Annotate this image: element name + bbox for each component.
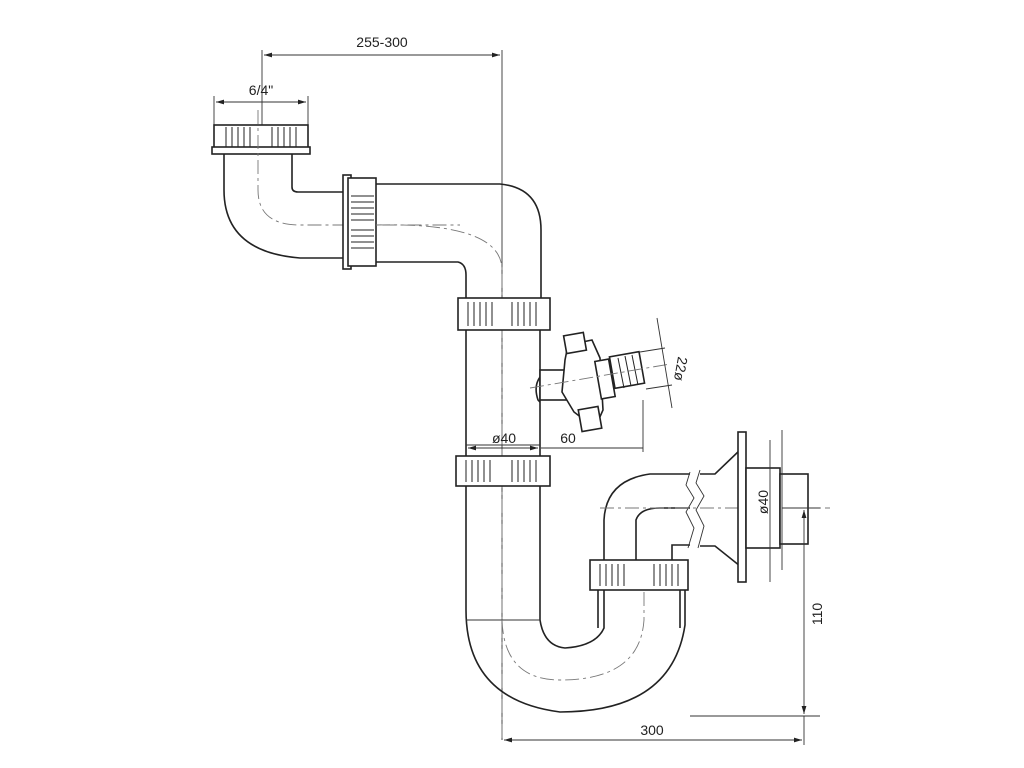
upper-elbow-pipe	[223, 110, 460, 259]
u-trap-bend	[465, 486, 686, 713]
outlet-elbow-pipe	[600, 449, 830, 567]
wall-flange	[737, 430, 809, 583]
hose-connector	[529, 331, 671, 433]
dimension-top-width-label: 255-300	[356, 34, 408, 50]
dimension-offset-label: 60	[560, 430, 576, 446]
inlet-nut	[211, 124, 311, 155]
horizontal-slip-nut	[342, 174, 377, 270]
dimension-inlet-size-label: 6/4"	[249, 82, 273, 98]
dimension-pipe-diameter-label: ø40	[492, 430, 516, 446]
dimension-outlet-diameter-label: ø40	[755, 490, 771, 514]
upper-vertical-nut	[457, 297, 551, 331]
trap-outlet-nut	[589, 559, 689, 628]
lower-vertical-nut	[455, 455, 551, 487]
dimension-pipe-and-offset: ø40 60	[468, 400, 644, 452]
dimension-hose-diameter-label: 22ø	[671, 356, 691, 383]
dimension-inlet-size: 6/4"	[213, 82, 309, 125]
dimension-outlet-height: 110	[690, 507, 825, 717]
dimension-outlet-height-label: 110	[809, 603, 825, 626]
dimension-bottom-width: 300	[504, 716, 805, 745]
horizontal-pipe-bend	[375, 183, 542, 740]
dimension-bottom-width-label: 300	[640, 722, 664, 738]
dimension-hose-diameter: 22ø	[639, 317, 691, 409]
